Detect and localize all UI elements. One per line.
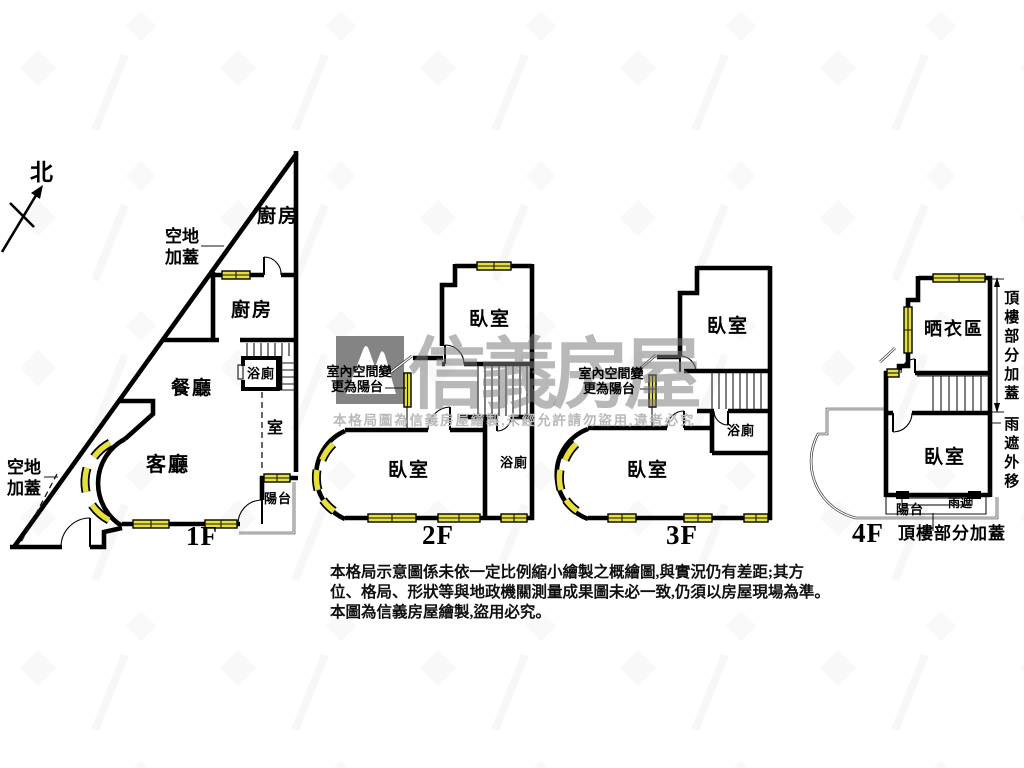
watermark-brand: 信義房屋: [408, 331, 702, 418]
rain-canopy-label: 雨遮: [947, 496, 972, 510]
window: [132, 270, 291, 529]
window: [886, 273, 986, 378]
watermark-notice: 本格局圖為信義房屋繪製,未經允許請勿盜用,違者必究: [333, 413, 696, 428]
dimension-line: [991, 277, 1004, 413]
floor-label-1f: 1F: [186, 521, 218, 551]
floor-label-3f: 3F: [666, 520, 698, 550]
change-note-3f-line2: 更為陽台: [582, 381, 635, 396]
door-arc: [60, 517, 91, 548]
rain-canopy-moved-label: 雨遮外移: [1002, 416, 1019, 492]
disclaimer-line3: 本圖為信義房屋繪製,盜用必究。: [330, 604, 551, 621]
floor-3f-plan: [554, 265, 773, 523]
room-label-balcony-1f: 陽台: [263, 491, 292, 506]
stairs-2f: [477, 366, 528, 416]
floor-label-4f: 4F: [852, 518, 884, 548]
bay-window: [311, 440, 337, 515]
room-label-kitchen-outer-1f: 廚房: [256, 206, 299, 227]
north-label: 北: [30, 160, 53, 185]
change-note-2f-line2: 更為陽台: [330, 379, 383, 394]
stairs-4f: [917, 375, 990, 411]
room-label-bath-2f: 浴廁: [499, 455, 528, 470]
room-label-bath-3f: 浴廁: [726, 423, 755, 438]
rain-canopy-outline: [901, 497, 973, 506]
floor-2f-plan: [311, 261, 535, 523]
north-arrow-icon: [0, 185, 43, 253]
room-label-bedroom-upper-3f: 臥室: [706, 316, 749, 337]
room-label-kitchen-1f: 廚房: [230, 300, 273, 321]
stairs-1f: [246, 343, 296, 391]
room-label-laundry-4f: 晒衣區: [924, 319, 984, 339]
window: [367, 261, 528, 523]
open-area-label-left: 空地加蓋: [7, 458, 41, 499]
stairs-3f: [711, 373, 762, 409]
door-arc: [892, 412, 913, 433]
dashed-boundary: [18, 392, 263, 547]
room-label-bedroom-lower-3f: 臥室: [626, 460, 669, 481]
room-label-dining-1f: 餐廳: [170, 378, 213, 399]
door-arc: [713, 410, 729, 426]
rooftop-addition-bottom-label: 頂樓部分加蓋: [898, 524, 1006, 543]
door-arc: [427, 406, 451, 431]
pointer-line: [44, 245, 224, 478]
disclaimer-line1: 本格局示意圖係未依一定比例縮小繪製之概繪圖,與實況仍有差距;其方: [330, 564, 805, 581]
open-area-label-top: 空地加蓋: [165, 227, 199, 268]
door-arc: [679, 355, 697, 373]
pointer-line: [932, 422, 1001, 531]
bay-window: [554, 440, 580, 515]
door-arc: [263, 256, 282, 276]
floor-1f-plan: [10, 151, 299, 550]
room-label-bedroom-4f: 臥室: [923, 447, 966, 468]
door-arc: [237, 499, 263, 525]
room-label-room-1f: 室: [266, 420, 285, 437]
floor-label-2f: 2F: [422, 520, 454, 550]
door-arc: [444, 344, 465, 365]
door-arc: [900, 358, 916, 374]
bath-door-1f: [237, 364, 244, 380]
walls-2f: [345, 263, 535, 521]
bay-wall-1f: [95, 436, 127, 528]
walls-3f: [588, 265, 773, 521]
room-label-bath-1f: 浴廁: [246, 366, 275, 381]
rooftop-addition-right-label: 頂樓部分加蓋: [1002, 290, 1019, 404]
change-note-3f-line1: 室內空間變: [578, 366, 644, 381]
window: [607, 513, 769, 523]
room-label-bedroom-lower-2f: 臥室: [387, 460, 430, 481]
disclaimer-line2: 位、格局、形狀等與地政機關測量成果圖未必一致,仍須以房屋現場為準。: [330, 584, 830, 601]
door-arc: [496, 416, 512, 432]
room-label-balcony-4f: 陽台: [895, 502, 924, 517]
balcony-outline: [885, 497, 987, 515]
bay-window: [80, 439, 113, 524]
door-arc: [666, 410, 685, 429]
floor-4f-plan: [809, 273, 1004, 531]
walls-4f: [883, 275, 993, 498]
change-note-2f-line1: 室內空間變: [326, 364, 392, 379]
room-label-living-1f: 客廳: [146, 454, 190, 476]
room-label-bedroom-upper-2f: 臥室: [468, 309, 511, 330]
